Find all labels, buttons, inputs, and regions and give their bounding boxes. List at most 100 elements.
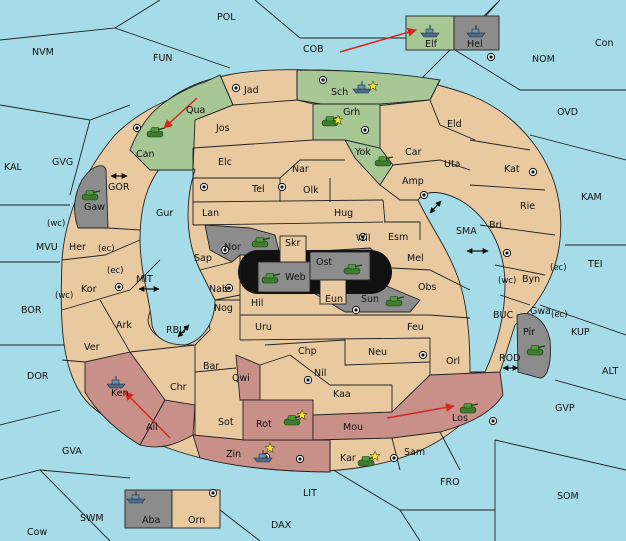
label-elf: Elf [425, 39, 438, 50]
label-grh: Grh [343, 107, 360, 118]
label-kaa: Kaa [333, 389, 351, 400]
label-yok: Yok [354, 147, 371, 158]
label-nor: Nor [224, 242, 241, 253]
sea-labels: POL NVM FUN COB NOM Con OVD KAL GVG KAM … [4, 12, 618, 538]
order-arrows [124, 27, 455, 439]
label-kor: Kor [81, 284, 97, 295]
label-qwi: Qwi [232, 373, 250, 384]
label-her: Her [69, 242, 86, 253]
label-can: Can [136, 149, 154, 160]
label-orl: Orl [446, 356, 460, 367]
label-rie: Rie [520, 201, 535, 212]
label-sma: SMA [456, 226, 477, 237]
label-buc: BUC [493, 310, 513, 321]
label-car: Car [405, 147, 421, 158]
label-ken: Ken [111, 388, 129, 399]
inner-sea-east [417, 192, 506, 373]
label-mel: Mel [407, 253, 424, 264]
label-rod: ROD [499, 353, 520, 364]
label-amp: Amp [402, 176, 424, 187]
label-gor: GOR [108, 182, 130, 193]
label-zin: Zin [226, 449, 241, 460]
label-tel: Tel [251, 184, 265, 195]
label-con: Con [595, 38, 613, 49]
land-borders [61, 70, 556, 472]
label-kor-ec: (ec) [107, 266, 124, 276]
label-sap: Sap [194, 253, 212, 264]
label-skr: Skr [285, 238, 301, 249]
label-fun: FUN [153, 53, 173, 64]
label-nom: NOM [532, 54, 555, 65]
label-nvm: NVM [32, 47, 54, 58]
label-chp: Chp [298, 346, 317, 357]
label-hug: Hug [334, 208, 353, 219]
label-nog: Nog [214, 303, 233, 314]
label-dor: DOR [27, 371, 49, 382]
label-chr: Chr [170, 382, 187, 393]
label-gur: Gur [156, 208, 173, 219]
label-gwa-ec: (ec) [551, 310, 568, 320]
label-rbu: RBU [166, 325, 186, 336]
label-kup: KUP [571, 327, 590, 338]
label-bar: Bar [203, 361, 219, 372]
label-ost: Ost [316, 257, 332, 268]
label-kar: Kar [340, 453, 356, 464]
label-dax: DAX [271, 520, 292, 531]
label-mou: Mou [343, 422, 363, 433]
inner-sea [139, 149, 216, 346]
label-esm: Esm [388, 232, 408, 243]
label-obs: Obs [418, 282, 437, 293]
label-feu: Feu [407, 322, 424, 333]
label-elc: Elc [218, 157, 232, 168]
label-swm: SWM [80, 513, 104, 524]
label-kor-wc: (wc) [55, 291, 73, 301]
label-eun: Eun [325, 294, 343, 305]
label-her-ec: (ec) [98, 244, 115, 254]
label-bri: Bri [489, 220, 502, 231]
label-gaw-wc: (wc) [47, 219, 65, 229]
label-kam: KAM [581, 192, 602, 203]
label-gvp: GVP [555, 403, 575, 414]
label-ail: Ail [146, 422, 158, 433]
label-ver: Ver [84, 342, 100, 353]
label-uta: Uta [444, 159, 461, 170]
label-kat: Kat [504, 164, 520, 175]
label-pol: POL [217, 12, 236, 23]
label-hel: Hel [467, 39, 483, 50]
label-som: SOM [557, 491, 579, 502]
label-sam: Sam [404, 447, 425, 458]
label-wil: Wil [356, 233, 370, 244]
label-sot: Sot [218, 417, 234, 428]
label-bor: BOR [21, 305, 42, 316]
coast-labels: (wc) (ec) (ec) (wc) (ec) (wc) (ec) [47, 219, 568, 320]
label-gaw: Gaw [84, 202, 105, 213]
label-cow: Cow [27, 527, 47, 538]
label-mvu: MVU [36, 242, 58, 253]
lake-territories [257, 235, 371, 305]
label-byn-ec: (ec) [550, 263, 567, 273]
label-jad: Jad [243, 85, 259, 96]
label-ark: Ark [116, 320, 132, 331]
label-gva: GVA [62, 446, 82, 457]
label-ovd: OVD [557, 107, 578, 118]
label-lit: LIT [303, 488, 317, 499]
label-pir: Pir [523, 327, 535, 338]
label-byn: Byn [522, 274, 540, 285]
land-labels: Jad Sch Qua Jos Grh Eld Can Yok Car Elc … [69, 39, 551, 526]
label-mit: MIT [136, 274, 153, 285]
label-cob: COB [303, 44, 324, 55]
label-hil: Hil [251, 298, 263, 309]
channel-arrows [110, 173, 519, 371]
label-los: Los [452, 413, 468, 424]
label-fro: FRO [440, 477, 460, 488]
label-nil: Nil [314, 368, 326, 379]
label-qua: Qua [186, 105, 205, 116]
label-kal: KAL [4, 162, 23, 173]
label-neu: Neu [368, 347, 387, 358]
label-aba: Aba [142, 515, 160, 526]
label-orn: Orn [188, 515, 205, 526]
label-jos: Jos [215, 123, 230, 134]
label-sch: Sch [331, 87, 348, 98]
